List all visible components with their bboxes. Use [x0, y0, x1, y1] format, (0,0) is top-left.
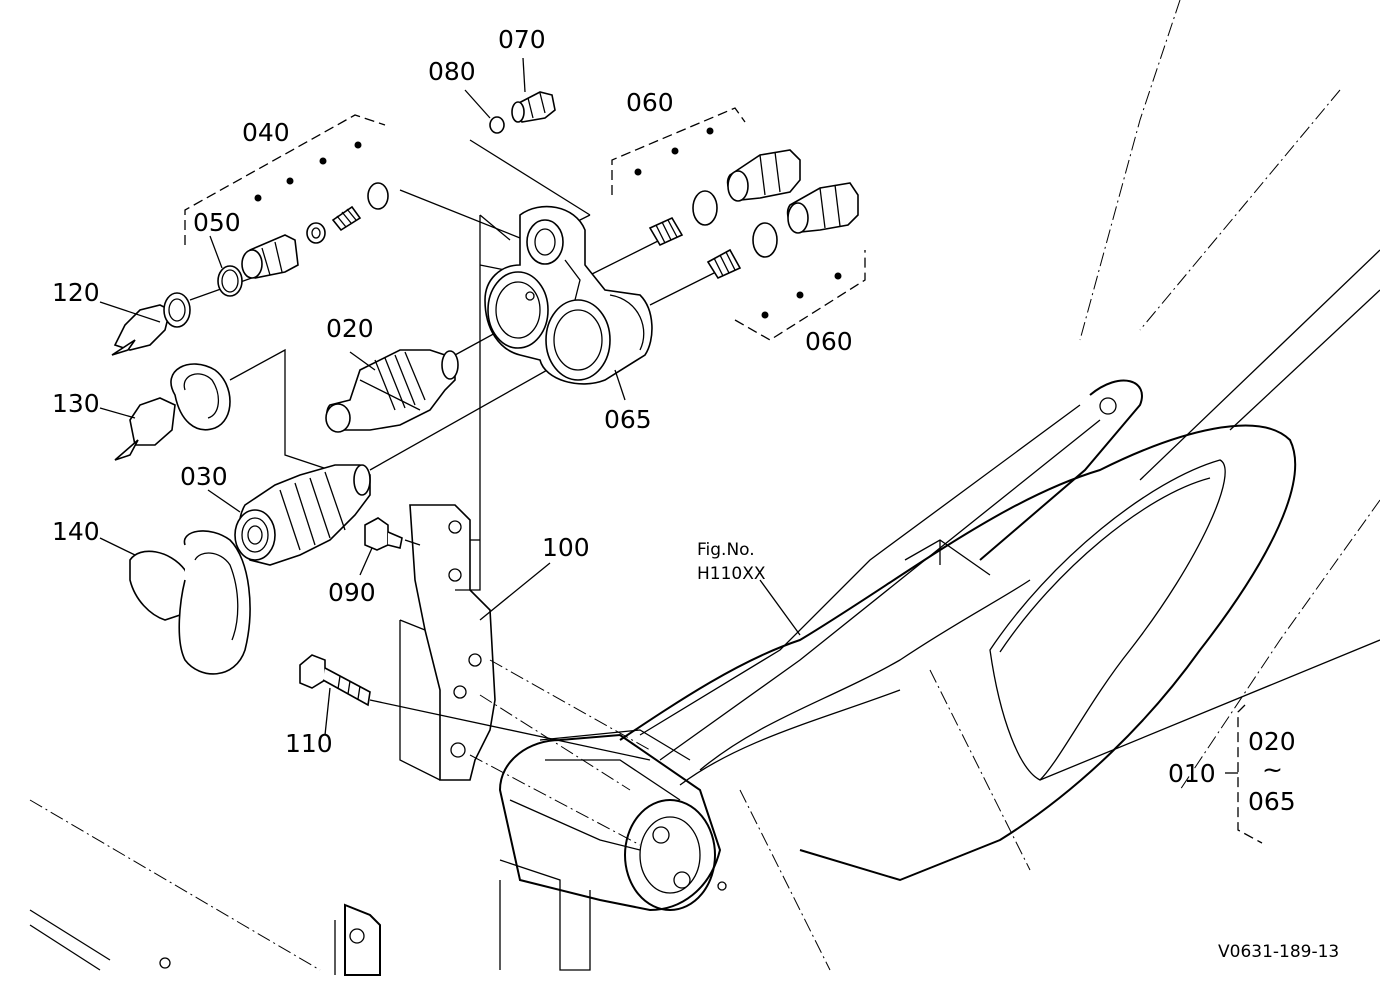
valve-block-065 [484, 205, 653, 385]
callout-050: 050 [193, 208, 241, 237]
callout-060-upper: 060 [626, 88, 674, 117]
callout-080: 080 [428, 57, 476, 86]
callout-030: 030 [180, 462, 228, 491]
parts-group-040 [184, 114, 389, 297]
pivot-hub [498, 729, 727, 971]
coupler-030 [234, 464, 371, 566]
parts-group-060 [611, 107, 866, 341]
range-separator: ~ [1262, 755, 1283, 784]
figure-ref-number: H110XX [697, 564, 766, 584]
range-start: 020 [1248, 727, 1296, 756]
bolt-090 [364, 517, 403, 551]
frame-lower-left [29, 799, 381, 976]
bolt-110 [299, 654, 371, 707]
callout-060-lower: 060 [805, 327, 853, 356]
figure-ref-label: Fig.No. [697, 540, 755, 560]
drawing-code: V0631-189-13 [1218, 942, 1339, 962]
leader-lines [99, 57, 1263, 844]
callout-130: 130 [52, 389, 100, 418]
callout-070: 070 [498, 25, 546, 54]
loader-arm [619, 0, 1380, 971]
dust-cap-140 [129, 530, 251, 675]
callout-010: 010 [1168, 759, 1216, 788]
callout-020: 020 [326, 314, 374, 343]
dust-cap-130 [114, 363, 231, 461]
callout-065: 065 [604, 405, 652, 434]
fitting-070 [489, 91, 556, 134]
callout-100: 100 [542, 533, 590, 562]
callout-140: 140 [52, 517, 100, 546]
callout-120: 120 [52, 278, 100, 307]
coupler-020 [325, 349, 459, 433]
callout-090: 090 [328, 578, 376, 607]
callout-110: 110 [285, 729, 333, 758]
range-end: 065 [1248, 787, 1296, 816]
bracket-100 [399, 504, 496, 781]
callout-040: 040 [242, 118, 290, 147]
dust-cap-120 [111, 292, 191, 356]
alignment-lines [189, 139, 721, 846]
